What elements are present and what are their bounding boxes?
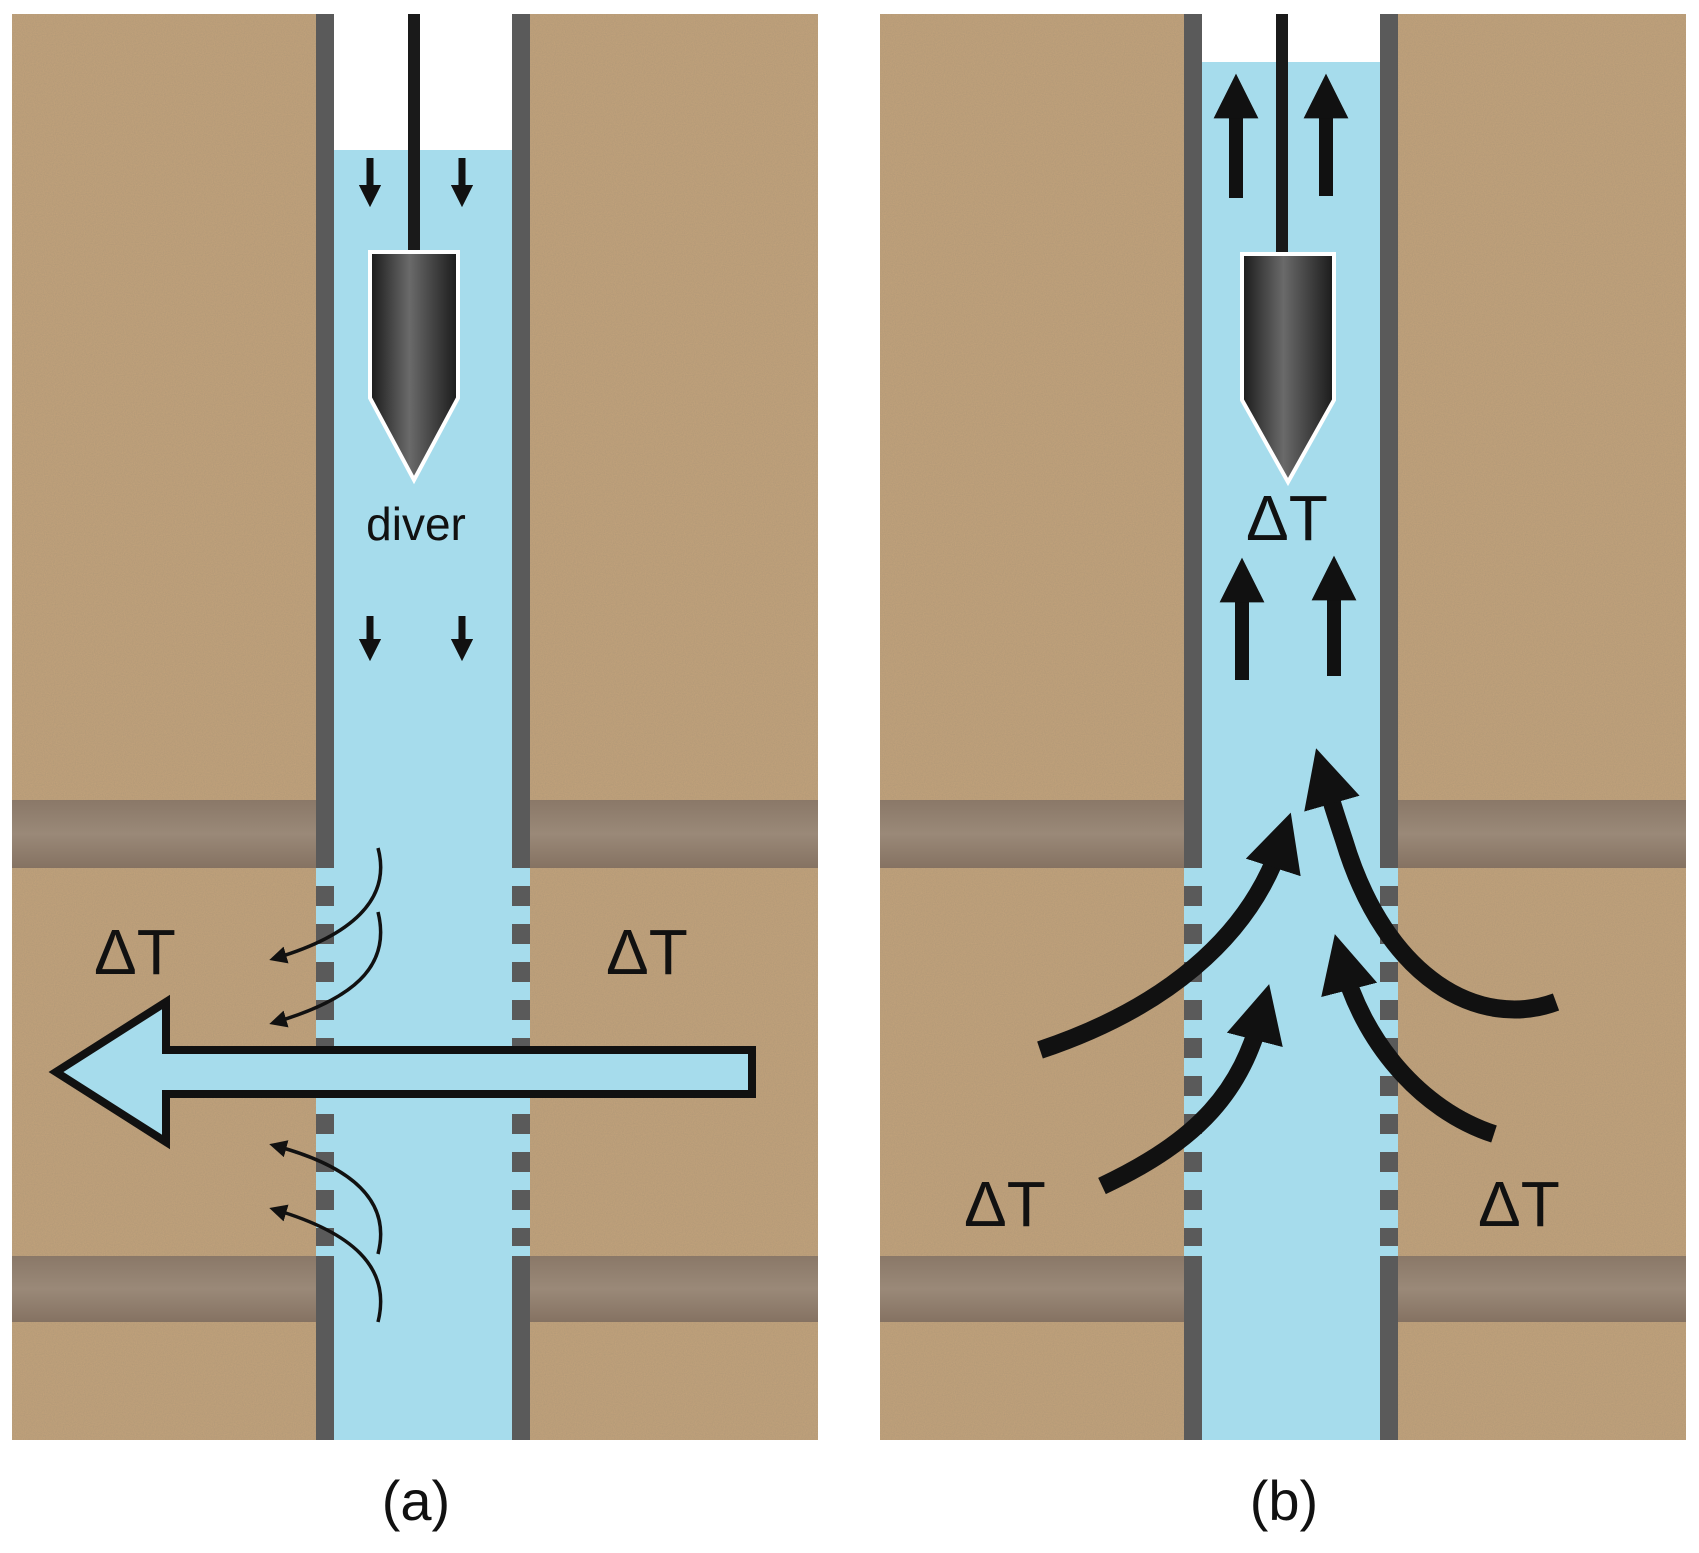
diver-probe-icon bbox=[368, 250, 460, 485]
curved-inflow-arrows bbox=[1037, 748, 1560, 1195]
downflow-arrows bbox=[358, 158, 474, 662]
delta-t-label: ΔT bbox=[94, 916, 176, 988]
delta-t-label: ΔT bbox=[1478, 1168, 1560, 1240]
caption-a: (a) bbox=[382, 1469, 450, 1532]
diver-cable bbox=[1276, 14, 1288, 256]
casing-left bbox=[1184, 14, 1202, 1440]
panel-b: ΔT ΔT ΔT bbox=[880, 14, 1686, 1440]
flow-arrow-icon bbox=[48, 994, 756, 1150]
caption-b: (b) bbox=[1250, 1469, 1318, 1532]
diver-label: diver bbox=[366, 498, 466, 550]
delta-t-label: ΔT bbox=[606, 916, 688, 988]
casing-right bbox=[1380, 14, 1398, 1440]
diver-probe-icon bbox=[1240, 252, 1336, 487]
delta-t-label: ΔT bbox=[964, 1168, 1046, 1240]
curved-outflow-arrows bbox=[269, 847, 383, 1323]
diver-cable bbox=[408, 14, 420, 254]
panel-a: diver ΔT ΔT bbox=[12, 14, 818, 1440]
delta-t-label: ΔT bbox=[1246, 482, 1328, 554]
upflow-arrows bbox=[1213, 73, 1357, 680]
